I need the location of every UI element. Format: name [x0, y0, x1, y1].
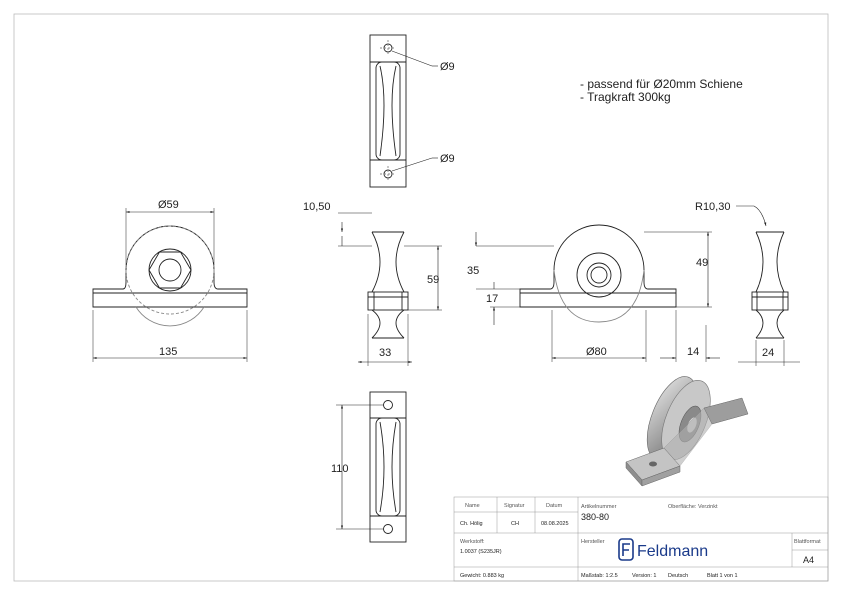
dim-rear-49: 49 [696, 257, 708, 269]
tb-artikel-label: Artikelnummer [581, 504, 617, 510]
tb-blattformat-value: A4 [803, 555, 814, 565]
right-view [736, 205, 800, 366]
dim-front-diameter: Ø59 [158, 199, 179, 211]
tb-hersteller-label: Hersteller [581, 539, 605, 545]
dim-top-hole-1: Ø9 [440, 61, 455, 73]
dim-rear-14: 14 [687, 346, 699, 358]
dim-side-top: 10,50 [303, 201, 331, 213]
tb-werkstoff-value: 1.0037 (S235JR) [460, 549, 502, 555]
tb-header-datum: Datum [546, 503, 563, 509]
dim-bottom-height: 110 [331, 463, 349, 475]
sheet-border [13, 13, 829, 582]
tb-gewicht: Gewicht: 0.883 kg [460, 573, 504, 579]
tb-sprache: Deutsch [668, 573, 688, 579]
feldmann-logo: Feldmann [618, 538, 708, 561]
dim-rear-35: 35 [467, 265, 479, 277]
dim-front-width: 135 [159, 346, 177, 358]
dim-side-width: 33 [379, 347, 391, 359]
front-view [92, 208, 248, 362]
tb-werkstoff-label: Werkstoff: [460, 539, 485, 545]
tb-datum: 08.08.2025 [541, 521, 569, 527]
tb-massstab: Maßstab: 1:2.5 [581, 573, 618, 579]
note-line-1: - passend für Ø20mm Schiene [580, 77, 743, 91]
brand-name: Feldmann [637, 543, 708, 560]
tb-header-signatur: Signatur [504, 503, 525, 509]
dim-side-height: 59 [427, 274, 439, 286]
bottom-view [336, 391, 407, 543]
rear-view [474, 224, 720, 362]
tb-blattformat-label: Blattformat [794, 539, 821, 545]
tb-blatt: Blatt 1 von 1 [707, 573, 738, 579]
dim-right-width: 24 [762, 347, 774, 359]
top-view [369, 34, 438, 188]
tb-version: Version: 1 [632, 573, 656, 579]
dim-radius: R10,30 [695, 201, 730, 213]
dim-top-hole-2: Ø9 [440, 153, 455, 165]
note-line-2: - Tragkraft 300kg [580, 90, 671, 104]
side-view [338, 212, 442, 366]
dim-rear-17: 17 [486, 293, 498, 305]
tb-oberflaeche: Oberfläche: Verzinkt [668, 504, 718, 510]
tb-header-name: Name [465, 503, 480, 509]
tb-signatur: CH [511, 521, 519, 527]
isometric-view [625, 376, 749, 487]
dim-rear-diameter: Ø80 [586, 346, 607, 358]
tb-name: Ch. Hölig [460, 521, 483, 527]
tb-artikel-value: 380-80 [581, 512, 609, 522]
title-block [453, 496, 829, 582]
